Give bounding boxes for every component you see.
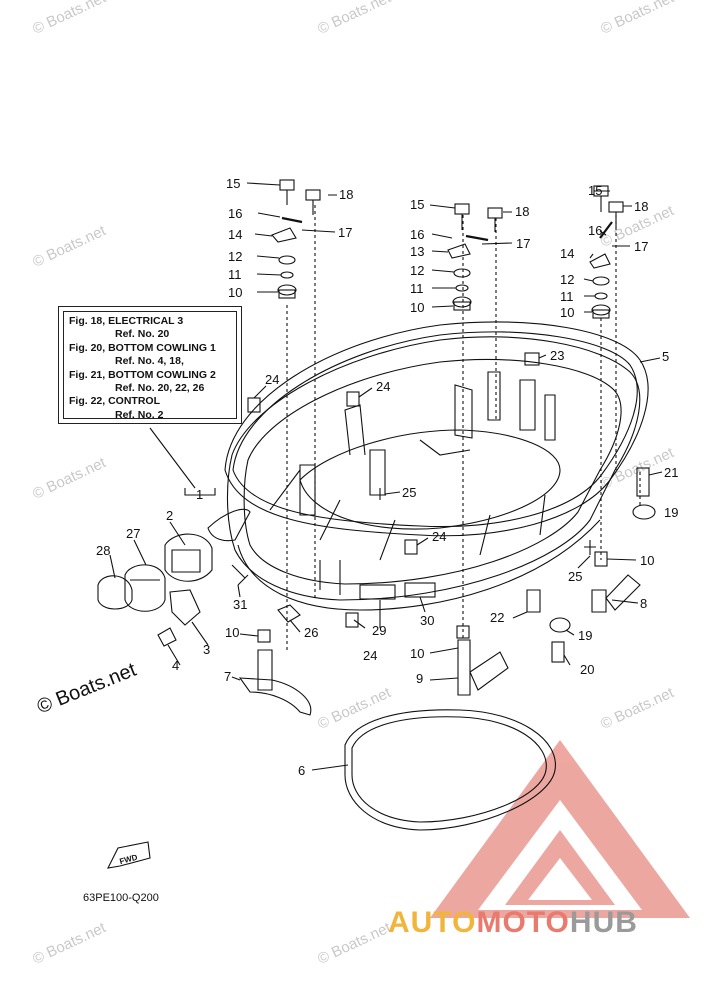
callout-15: 15: [226, 176, 240, 191]
callout-26: 26: [304, 625, 318, 640]
callout-4: 4: [172, 658, 179, 673]
callout-24: 24: [265, 372, 279, 387]
grommet-23: [524, 352, 540, 366]
callout-15: 15: [410, 197, 424, 212]
callout-10: 10: [560, 305, 574, 320]
ref-fig: Fig. 22, CONTROL: [69, 395, 161, 408]
callout-10: 10: [225, 625, 239, 640]
callout-24: 24: [376, 379, 390, 394]
collar-10: [456, 625, 470, 639]
brand-logo-text: AUTOMOTOHUB: [388, 906, 638, 939]
ref-fig: Fig. 18, ELECTRICAL 3: [69, 315, 184, 327]
callout-28: 28: [96, 543, 110, 558]
callout-21: 21: [664, 465, 678, 480]
callout-10: 10: [410, 300, 424, 315]
callout-29: 29: [372, 623, 386, 638]
ref-no: Ref. No. 20: [115, 328, 170, 341]
callout-14: 14: [228, 227, 242, 242]
forward-arrow-icon: [107, 841, 151, 869]
reference-box: Fig. 18, ELECTRICAL 3 Ref. No. 20 Fig. 2…: [58, 306, 242, 424]
callout-27: 27: [126, 526, 140, 541]
fastener-stack-right: [589, 185, 624, 319]
callout-24: 24: [432, 529, 446, 544]
callout-10: 10: [640, 553, 654, 568]
collar-10: [257, 629, 271, 643]
callout-22: 22: [490, 610, 504, 625]
grommet-2: [164, 533, 213, 582]
callout-10: 10: [410, 646, 424, 661]
callout-2: 2: [166, 508, 173, 523]
callout-19: 19: [664, 505, 678, 520]
callout-20: 20: [580, 662, 594, 677]
cover-1: [207, 508, 251, 542]
callout-11: 11: [228, 267, 242, 282]
callout-12: 12: [560, 272, 574, 287]
callout-18: 18: [634, 199, 648, 214]
callout-23: 23: [550, 348, 564, 363]
callout-18: 18: [339, 187, 353, 202]
ref-no: Ref. No. 2: [115, 408, 164, 421]
callout-16: 16: [410, 227, 424, 242]
lever-7: [238, 649, 312, 716]
clip-31: [231, 564, 249, 586]
callout-25: 25: [402, 485, 416, 500]
callout-17: 17: [338, 225, 352, 240]
grommet-19: [632, 504, 656, 520]
clamp-27: [124, 564, 166, 612]
clip-26: [277, 604, 301, 623]
callout-25: 25: [568, 569, 582, 584]
callout-16: 16: [588, 223, 602, 238]
lever-8: [591, 574, 641, 613]
callout-5: 5: [662, 349, 669, 364]
bolt-21: [636, 467, 650, 497]
ref-no: Ref. No. 20, 22, 26: [115, 382, 205, 395]
callout-14: 14: [560, 246, 574, 261]
brand-triangle-logo: [430, 740, 690, 918]
seal-ring-5: [224, 321, 649, 537]
callout-17: 17: [516, 236, 530, 251]
callout-11: 11: [560, 289, 574, 304]
fastener-stack-center: [447, 203, 503, 311]
callout-11: 11: [410, 281, 424, 296]
clip-24: [345, 612, 359, 628]
callout-18: 18: [515, 204, 529, 219]
diagram-code: 63PE100-Q200: [83, 892, 159, 904]
screw-4: [157, 627, 177, 647]
callout-16: 16: [228, 206, 242, 221]
clip-24: [346, 391, 360, 407]
callout-31: 31: [233, 597, 247, 612]
callout-13: 13: [410, 244, 424, 259]
seal-6: [344, 709, 556, 831]
fastener-stack-left: [271, 179, 321, 299]
lever-9: [457, 639, 509, 696]
bolt-20: [551, 641, 565, 663]
callout-12: 12: [410, 263, 424, 278]
callout-8: 8: [640, 596, 647, 611]
grommet-19: [549, 617, 571, 633]
callout-17: 17: [634, 239, 648, 254]
ref-no: Ref. No. 4, 18,: [115, 355, 184, 368]
ref-fig: Fig. 20, BOTTOM COWLING 1: [69, 341, 216, 354]
bottom-cowling-body: [226, 336, 641, 611]
callout-6: 6: [298, 763, 305, 778]
bracket-3: [169, 589, 201, 626]
band-28: [97, 575, 133, 610]
callout-30: 30: [420, 613, 434, 628]
callout-10: 10: [228, 285, 242, 300]
callout-9: 9: [416, 671, 423, 686]
screw-25: [584, 540, 596, 555]
callout-24: 24: [363, 648, 377, 663]
screw-25: [374, 488, 386, 500]
callout-12: 12: [228, 249, 242, 264]
callout-7: 7: [224, 669, 231, 684]
bolt-22: [526, 589, 541, 613]
callout-1: 1: [196, 487, 203, 502]
ref-fig: Fig. 21, BOTTOM COWLING 2: [69, 368, 216, 381]
clip-24: [404, 539, 418, 555]
callout-3: 3: [203, 642, 210, 657]
callout-15: 15: [588, 183, 602, 198]
callout-19: 19: [578, 628, 592, 643]
